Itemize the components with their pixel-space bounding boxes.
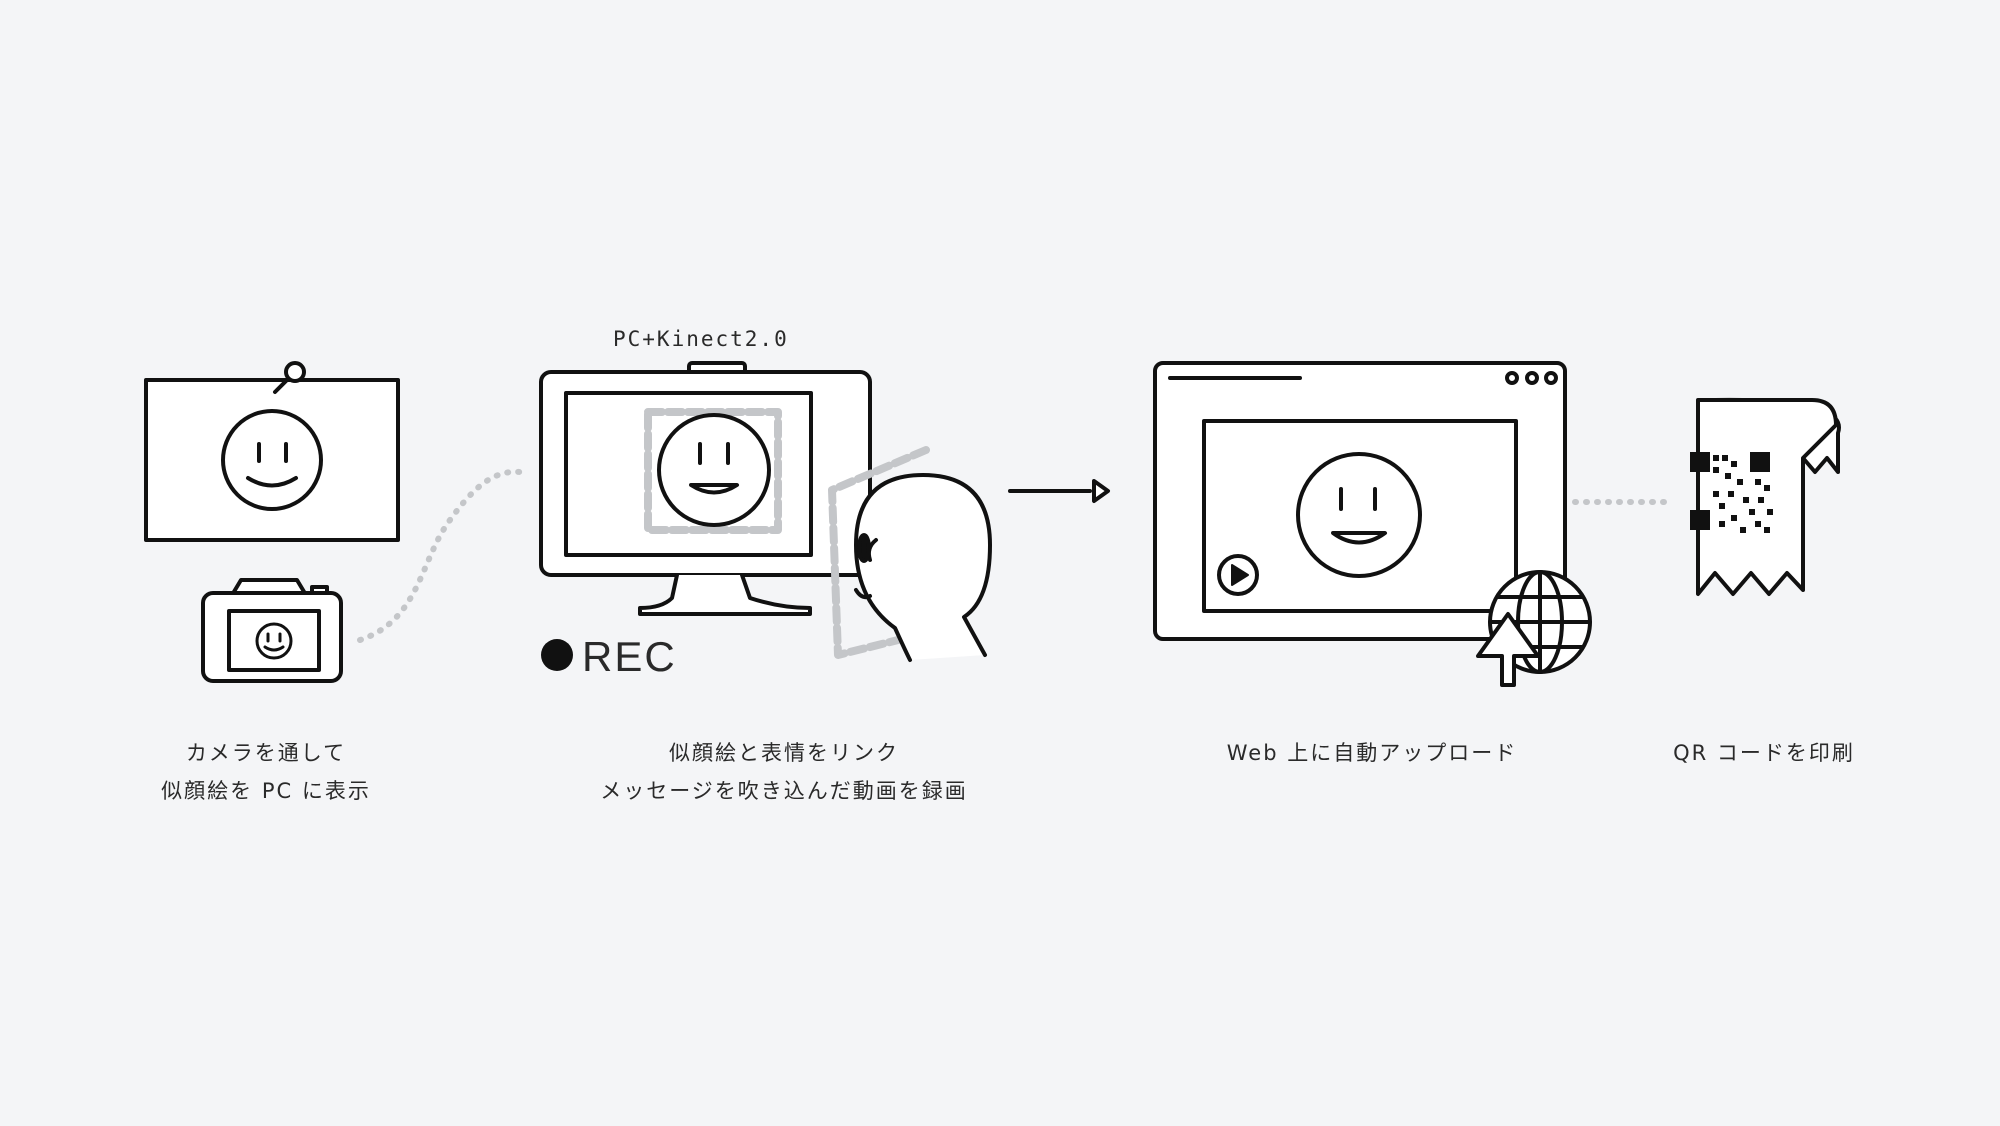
step-caption-camera: カメラを通して 似顔絵を PC に表示 [161, 734, 371, 810]
qr-ticket-icon [1690, 397, 1841, 596]
globe-upload-icon [1476, 570, 1592, 687]
person-icon [854, 473, 992, 662]
caption-line: カメラを通して [185, 741, 347, 765]
camera-icon [201, 578, 343, 683]
portrait-canvas-icon [144, 361, 400, 542]
browser-window-icon [1153, 361, 1567, 641]
qr-code-icon [1690, 452, 1770, 530]
device-label: PC+Kinect2.0 [613, 327, 789, 351]
step-caption-upload: Web 上に自動アップロード [1227, 734, 1517, 772]
dotted-connector [357, 468, 523, 643]
caption-line: 似顔絵と表情をリンク [669, 741, 899, 765]
caption-line: メッセージを吹き込んだ動画を録画 [600, 779, 968, 803]
monitor-icon [539, 361, 872, 616]
step-caption-record: 似顔絵と表情をリンク メッセージを吹き込んだ動画を録画 [600, 734, 968, 810]
caption-line: Web 上に自動アップロード [1226, 741, 1518, 765]
rec-indicator [541, 639, 573, 671]
step-caption-qr: QR コードを印刷 [1673, 734, 1855, 772]
arrow-icon [1008, 479, 1110, 503]
capture-frame [828, 446, 934, 659]
caption-line: 似顔絵を PC に表示 [161, 779, 371, 803]
caption-line: QR コードを印刷 [1673, 741, 1855, 765]
rec-label: REC [582, 633, 677, 680]
